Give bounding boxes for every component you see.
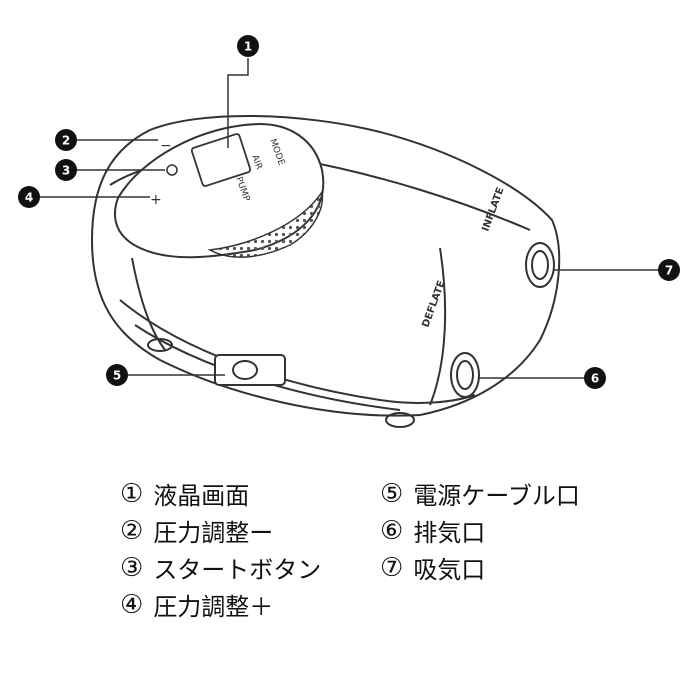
plus-symbol: + (150, 192, 162, 208)
device-diagram: − + MODE AIR PUMP INFLATE DEFLATE (18, 35, 680, 428)
speaker-grille (207, 190, 324, 258)
callout-3: 3 (55, 159, 77, 181)
svg-text:6: 6 (591, 372, 599, 386)
legend-item-start-button: ③ スタートボタン (120, 552, 380, 585)
side-seam-right (429, 247, 447, 406)
air-label: AIR (249, 154, 264, 172)
svg-text:1: 1 (244, 40, 252, 54)
legend-label: 圧力調整ー (153, 519, 274, 547)
legend-marker: ③ (120, 552, 144, 583)
legend-label: スタートボタン (153, 556, 322, 584)
legend-item-exhaust-port: ⑥ 排気口 (380, 515, 640, 548)
legend-marker: ⑤ (380, 478, 404, 509)
legend-label: 液晶画面 (153, 482, 250, 510)
inflate-label: INFLATE (480, 186, 506, 233)
svg-text:3: 3 (62, 164, 70, 178)
lcd-screen (190, 133, 252, 187)
svg-text:7: 7 (665, 264, 673, 278)
legend-label: 排気口 (413, 519, 486, 547)
legend-marker: ① (120, 478, 144, 509)
ports (214, 242, 555, 398)
start-button-icon (166, 164, 178, 176)
legend-marker: ⑦ (380, 552, 404, 583)
svg-text:5: 5 (113, 369, 121, 383)
intake-port (525, 242, 555, 288)
legend-item-intake-port: ⑦ 吸気口 (380, 552, 640, 585)
callout-5: 5 (106, 364, 128, 386)
parts-legend: ① 液晶画面 ⑤ 電源ケーブル口 ② 圧力調整ー ⑥ 排気口 ③ スタートボタン… (120, 478, 640, 622)
exhaust-port (450, 352, 480, 398)
minus-symbol: − (160, 138, 172, 154)
callout-1: 1 (237, 35, 259, 57)
control-panel: − + MODE AIR PUMP (114, 122, 325, 259)
legend-marker: ② (120, 515, 144, 546)
legend-label: 圧力調整＋ (153, 593, 274, 621)
legend-marker: ⑥ (380, 515, 404, 546)
foot-right (385, 412, 415, 428)
legend-item-pressure-plus: ④ 圧力調整＋ (120, 589, 380, 622)
side-seam-left (131, 257, 166, 351)
power-cable-port (214, 354, 286, 386)
callout-6: 6 (584, 367, 606, 389)
base-line-1 (119, 299, 476, 404)
deflate-label: DEFLATE (420, 279, 447, 329)
foot-left (147, 338, 173, 352)
legend-item-power-cable-port: ⑤ 電源ケーブル口 (380, 478, 640, 511)
legend-item-lcd-screen: ① 液晶画面 (120, 478, 380, 511)
leader-line-1 (227, 58, 249, 148)
device-shell (91, 115, 561, 417)
callout-2: 2 (55, 129, 77, 151)
legend-label: 電源ケーブル口 (413, 482, 580, 510)
leader-lines (40, 58, 658, 379)
svg-text:2: 2 (62, 134, 70, 148)
callout-7: 7 (658, 259, 680, 281)
legend-item-pressure-minus: ② 圧力調整ー (120, 515, 380, 548)
legend-marker: ④ (120, 589, 144, 620)
svg-text:4: 4 (25, 191, 33, 205)
legend-label: 吸気口 (413, 556, 486, 584)
callout-4: 4 (18, 186, 40, 208)
